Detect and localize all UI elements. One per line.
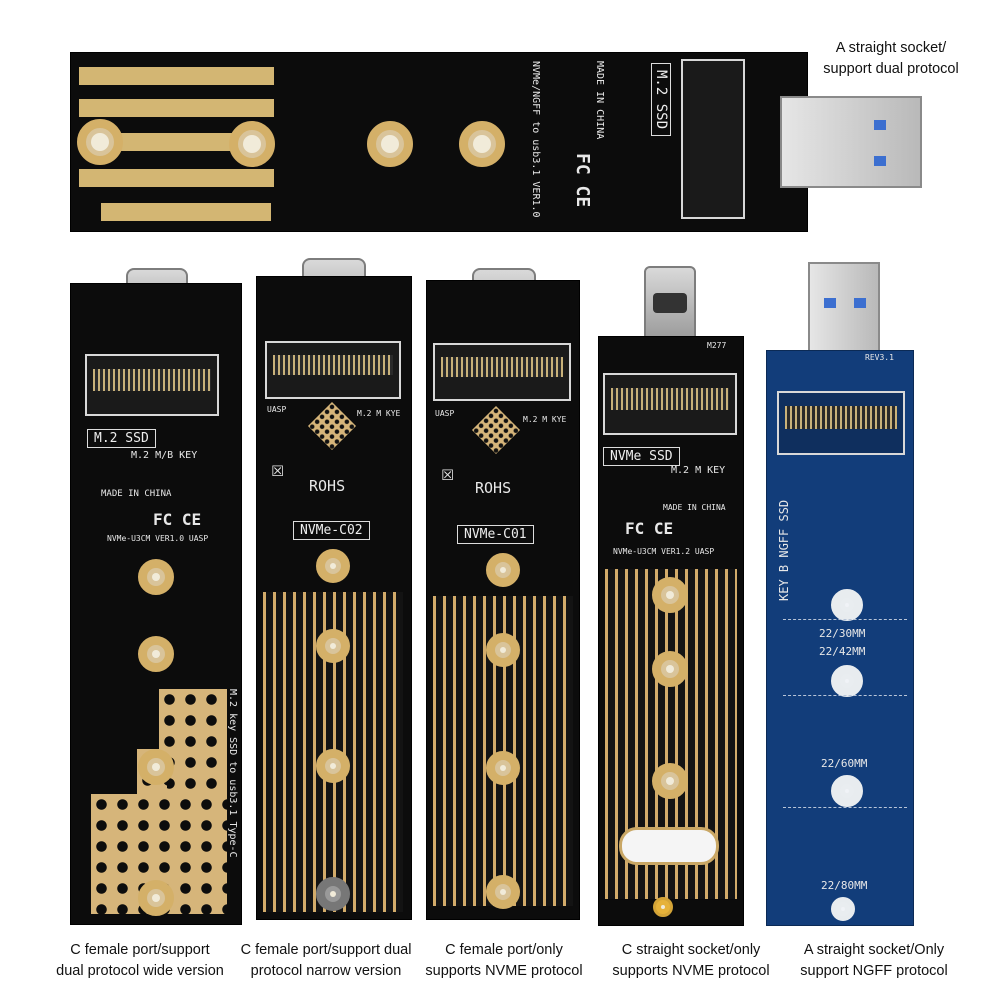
mounting-hole — [138, 636, 174, 672]
made-in-text: MADE IN CHINA — [594, 61, 605, 140]
mounting-hole — [486, 633, 520, 667]
gold-contact-strip — [101, 133, 271, 151]
led-indicator — [653, 897, 673, 917]
size-label-42: 22/42MM — [819, 645, 866, 658]
mounting-hole — [138, 559, 174, 595]
m2-slot-connector — [681, 59, 745, 219]
model-label: NVMe-C02 — [293, 521, 370, 540]
mounting-hole — [486, 553, 520, 587]
mounting-hole — [77, 119, 123, 165]
model-text: NVMe/NGFF to usb3.1 VER1.0 — [530, 61, 541, 218]
mounting-hole — [831, 897, 855, 921]
caption-board-5: A straight socket/Only support NGFF prot… — [800, 942, 948, 979]
thermal-pad-grid — [159, 689, 227, 799]
gold-contact-strip — [79, 67, 274, 85]
m2-slot-connector — [85, 354, 219, 416]
divider-line — [783, 807, 907, 808]
usb-window-icon — [854, 298, 866, 308]
m2-ssd-label: M.2 SSD — [87, 429, 156, 448]
m2-slot-connector — [433, 343, 571, 401]
recycle-bin-icon: ☒ — [441, 461, 455, 486]
mounting-hole — [652, 763, 688, 799]
caption-board-1: C female port/support dual protocol wide… — [56, 942, 224, 979]
oval-cutout — [619, 827, 719, 865]
board-2-narrow-dual: UASP M.2 M KYE ☒ ROHS NVMe-C02 — [256, 276, 412, 920]
screw — [316, 877, 350, 911]
divider-line — [783, 695, 907, 696]
gold-contact-strip — [101, 203, 271, 221]
usb-window-icon — [874, 156, 886, 166]
part-text: M277 — [707, 341, 727, 350]
m2-slot-connector — [777, 391, 905, 455]
board-5-ngff-blue: REV3.1 KEY B NGFF SSD 22/30MM 22/42MM 22… — [766, 350, 914, 926]
divider-line — [783, 619, 907, 620]
rev-text: REV3.1 — [865, 353, 894, 362]
mounting-hole — [831, 589, 863, 621]
mounting-hole — [316, 749, 350, 783]
model-label: NVMe-C01 — [457, 525, 534, 544]
mounting-hole — [138, 749, 174, 785]
key-text: M.2 M/B KEY — [131, 450, 198, 461]
usb-a-plug — [780, 96, 922, 188]
mounting-hole — [316, 549, 350, 583]
side-text: KEY B NGFF SSD — [777, 499, 791, 601]
nvme-ssd-label: NVMe SSD — [603, 447, 680, 466]
mounting-hole — [652, 651, 688, 687]
usb-window-icon — [874, 120, 886, 130]
fc-ce-marks: FC CE — [625, 519, 674, 538]
size-label-60: 22/60MM — [821, 757, 868, 770]
mounting-hole — [652, 577, 688, 613]
rohs-text: ROHS — [475, 479, 512, 497]
uasp-text: UASP — [435, 409, 455, 418]
mounting-hole — [138, 880, 174, 916]
caption-board-4: C straight socket/only supports NVME pro… — [612, 942, 770, 979]
key-text: M.2 M KYE — [357, 409, 401, 418]
thermal-diamond-pad — [471, 405, 521, 455]
board-1-wide-dual: M.2 SSD M.2 M/B KEY MADE IN CHINA FC CE … — [70, 283, 242, 925]
mounting-hole — [316, 629, 350, 663]
size-label-30: 22/30MM — [819, 627, 866, 640]
rohs-text: ROHS — [309, 477, 346, 495]
key-text: M.2 M KYE — [523, 415, 567, 424]
m2-slot-connector — [265, 341, 401, 399]
m2-ssd-label: M.2 SSD — [651, 63, 671, 137]
model-text: NVMe-U3CM VER1.2 UASP — [613, 547, 715, 556]
key-text: M.2 M KEY — [671, 465, 726, 476]
mounting-hole — [831, 665, 863, 697]
gold-contact-strip — [79, 99, 274, 117]
fc-ce-marks: FC CE — [153, 510, 202, 529]
mounting-hole — [459, 121, 505, 167]
mounting-hole — [367, 121, 413, 167]
usb-a-plug — [808, 262, 880, 352]
usb-window-icon — [824, 298, 836, 308]
m2-slot-connector — [603, 373, 737, 435]
thermal-diamond-pad — [307, 401, 357, 451]
mounting-hole — [486, 875, 520, 909]
gold-contact-strip — [79, 169, 274, 187]
recycle-bin-icon: ☒ — [271, 457, 285, 482]
mounting-hole — [229, 121, 275, 167]
mounting-hole — [831, 775, 863, 807]
board-3-nvme-only: UASP M.2 M KYE ☒ ROHS NVMe-C01 — [426, 280, 580, 920]
model-text: NVMe-U3CM VER1.0 UASP — [107, 534, 209, 543]
caption-board-2: C female port/support dual protocol narr… — [240, 942, 412, 979]
usb-c-plug — [644, 266, 696, 342]
uasp-text: UASP — [267, 405, 287, 414]
size-label-80: 22/80MM — [821, 879, 868, 892]
mounting-hole — [486, 751, 520, 785]
made-in-text: MADE IN CHINA — [101, 489, 172, 499]
fc-ce-marks: FC CE — [572, 153, 593, 208]
made-in-text: MADE IN CHINA — [663, 503, 726, 512]
board-4-c-straight: M277 NVMe SSD M.2 M KEY MADE IN CHINA FC… — [598, 336, 744, 926]
caption-board-3: C female port/only supports NVME protoco… — [425, 942, 583, 979]
caption-top-board: A straight socket/ support dual protocol — [823, 40, 959, 77]
top-adapter-board: NVMe/NGFF to usb3.1 VER1.0 MADE IN CHINA… — [70, 52, 808, 232]
side-text: M.2 key SSD to usb3.1 Type-C — [227, 689, 238, 858]
